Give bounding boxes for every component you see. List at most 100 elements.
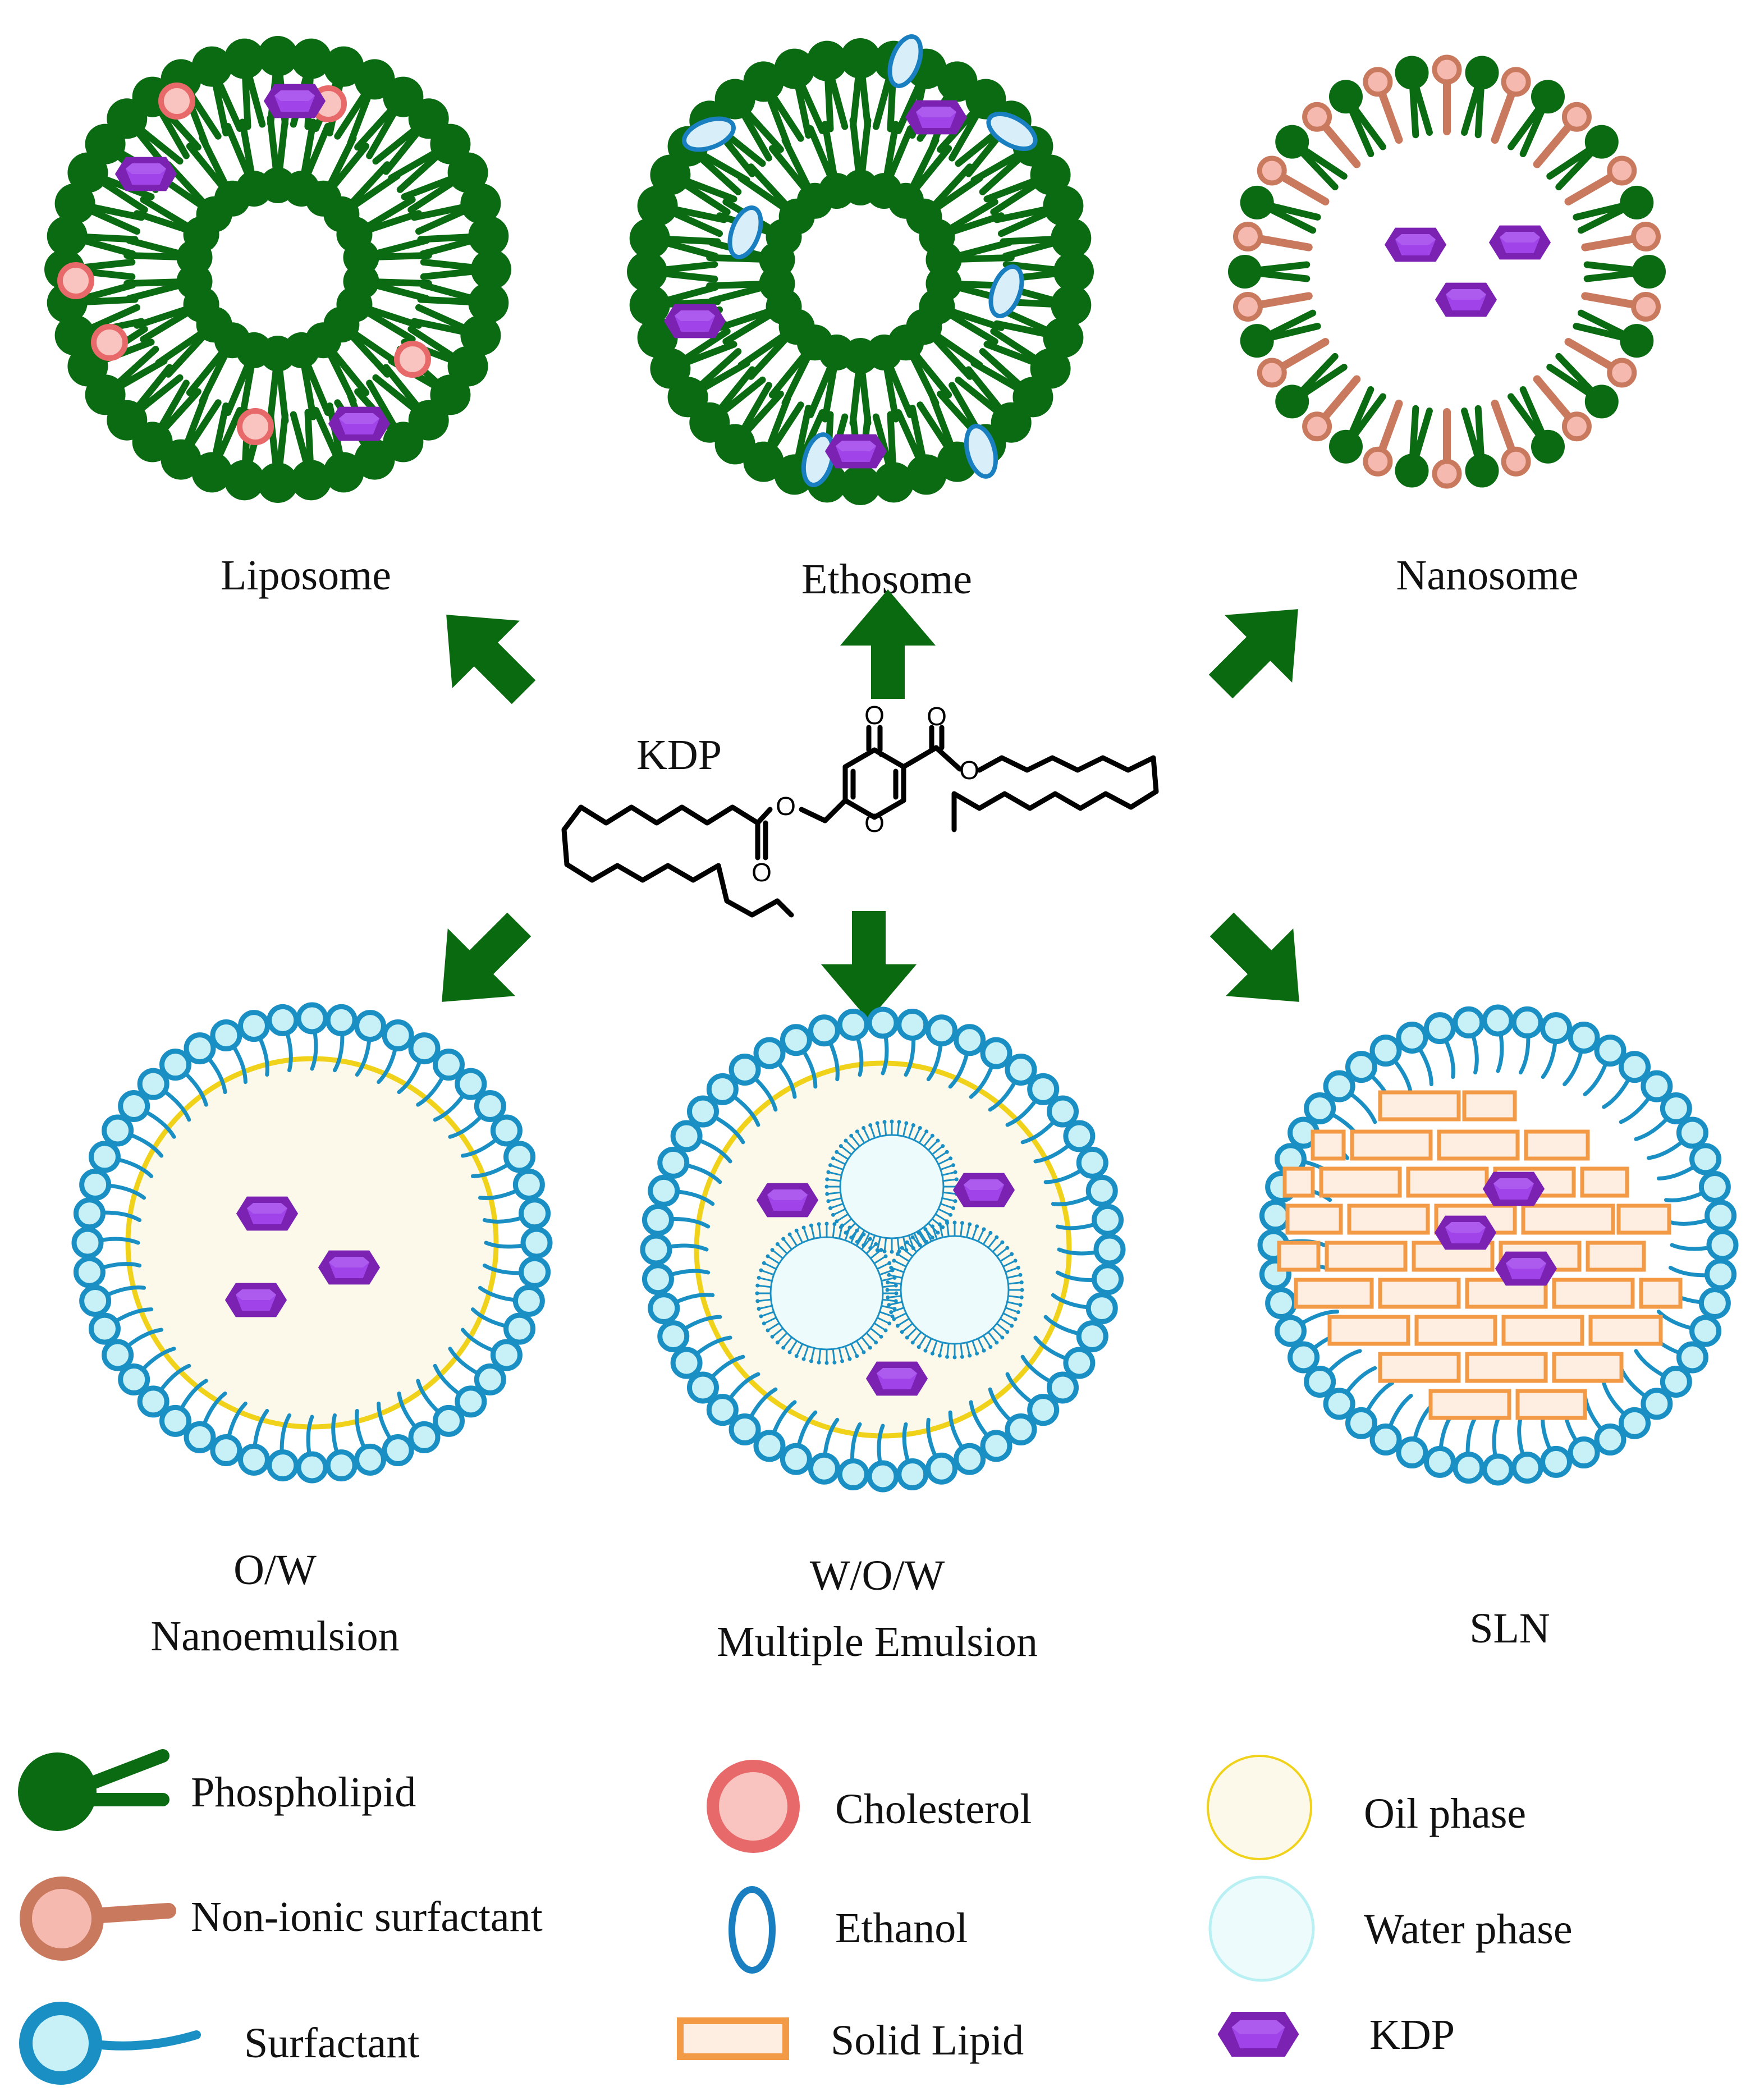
inner-water-droplet — [885, 1220, 1024, 1360]
solid-lipid-block — [1586, 1241, 1646, 1272]
phospholipid-unit — [260, 336, 296, 424]
surfactant-unit — [1423, 1411, 1456, 1478]
surfactant-unit — [867, 1424, 899, 1493]
nonionic-surfactant-unit — [1581, 221, 1661, 251]
legend-oil-phase-icon — [1207, 1755, 1312, 1860]
ethanol-molecule — [988, 264, 1024, 318]
kdp-molecule — [1495, 1251, 1557, 1286]
wow-label-line2: Multiple Emulsion — [717, 1618, 1038, 1665]
surfactant-unit — [1670, 1229, 1739, 1261]
legend-solid-lipid-icon — [677, 2017, 789, 2060]
sln-label: SLN — [1469, 1605, 1550, 1652]
phospholipid-unit — [993, 185, 1084, 237]
surfactant-unit — [1602, 1051, 1651, 1109]
surfactant-unit — [1511, 1006, 1543, 1075]
kdp-molecule — [224, 1283, 287, 1317]
surfactant-unit — [88, 1141, 154, 1178]
kdp-molecule — [318, 1250, 381, 1285]
surfactant-unit — [670, 1335, 732, 1379]
surfactant-unit — [1646, 1116, 1708, 1160]
solid-lipid-block — [1414, 1315, 1497, 1346]
nonionic-surfactant-unit — [1491, 399, 1531, 477]
surfactant-unit — [267, 1413, 299, 1482]
phospholipid-unit — [336, 286, 422, 343]
surfactant-unit — [1020, 1354, 1079, 1404]
surfactant-unit — [1369, 1393, 1413, 1456]
phospholipid-unit — [1000, 218, 1092, 260]
kdp-molecule — [1482, 1171, 1545, 1206]
arrow-up — [840, 589, 936, 699]
phospholipid-unit — [1461, 405, 1499, 488]
legend-ethanol-icon — [728, 1886, 776, 1974]
surfactant-unit — [118, 1090, 176, 1139]
surfactant-unit — [657, 1315, 722, 1353]
surfactant-unit — [1602, 1381, 1651, 1439]
surfactant-unit — [686, 1095, 745, 1145]
kdp-molecule — [756, 1183, 819, 1218]
surfactant-unit — [1511, 1415, 1543, 1484]
ethanol-molecule — [964, 424, 998, 479]
phospholipid-unit — [1329, 386, 1386, 464]
surfactant-unit — [79, 1168, 146, 1201]
surfactant-unit — [1656, 1310, 1722, 1347]
legend-nonionic-surfactant-label: Non-ionic surfactant — [191, 1893, 543, 1941]
phospholipid-unit — [1395, 56, 1433, 139]
legend-ethanol-label: Ethanol — [835, 1905, 968, 1952]
nonionic-surfactant-unit — [1564, 155, 1637, 205]
surfactant-unit — [925, 1417, 958, 1485]
surfactant-unit — [79, 1285, 146, 1317]
surfactant-unit — [837, 1422, 869, 1491]
phospholipid-unit — [401, 152, 488, 213]
solid-lipid-block — [1378, 1352, 1461, 1383]
phospholipid-unit — [191, 402, 244, 493]
surfactant-unit — [969, 1400, 1012, 1462]
ow-nanoemulsion-diagram — [71, 1002, 553, 1484]
surfactant-unit — [210, 1401, 248, 1467]
solid-lipid-block — [1515, 1389, 1587, 1420]
surfactant-unit — [1051, 1292, 1118, 1325]
inner-water-droplet — [824, 1119, 959, 1254]
surfactant-unit — [1005, 1372, 1060, 1426]
svg-text:O: O — [776, 791, 796, 821]
surfactant-unit — [159, 1049, 208, 1107]
nonionic-surfactant-unit — [1491, 67, 1531, 144]
surfactant-unit — [1033, 1335, 1096, 1379]
surfactant-unit — [237, 1010, 270, 1077]
surfactant-unit — [137, 1363, 191, 1418]
solid-lipid-block — [1616, 1203, 1671, 1235]
kdp-molecule — [114, 157, 177, 191]
surfactant-unit — [1563, 1021, 1600, 1087]
legend-phospholipid-icon — [18, 1749, 169, 1831]
surfactant-unit — [416, 1049, 465, 1107]
solid-lipid-block — [1378, 1278, 1461, 1309]
kdp-molecule — [1434, 1215, 1497, 1250]
solid-lipid-block — [1406, 1166, 1489, 1198]
surfactant-unit — [837, 1008, 869, 1077]
nonionic-surfactant-unit — [1232, 292, 1313, 322]
surfactant-unit — [478, 1168, 545, 1201]
ow-label-line2: Nanoemulsion — [150, 1613, 399, 1660]
surfactant-unit — [1656, 1143, 1722, 1180]
surfactant-unit — [397, 1391, 441, 1453]
legend-phospholipid-label: Phospholipid — [191, 1769, 416, 1816]
kdp-chemical-structure — [561, 725, 1159, 918]
surfactant-unit — [896, 1008, 929, 1077]
solid-lipid-block — [1282, 1166, 1315, 1198]
surfactant-unit — [1055, 1263, 1124, 1296]
surfactant-unit — [478, 1285, 545, 1317]
phospholipid-unit — [774, 48, 826, 139]
legend-nonionic-surfactant-icon — [20, 1877, 176, 1961]
arrow-up-left — [413, 581, 558, 726]
phospholipid-unit — [637, 185, 728, 237]
surfactant-unit — [657, 1146, 722, 1184]
phospholipid-unit — [629, 283, 721, 326]
surfactant-unit — [1583, 1035, 1626, 1097]
solid-lipid-block — [1428, 1389, 1511, 1420]
kdp-molecule — [328, 406, 391, 441]
solid-lipid-block — [1347, 1203, 1430, 1235]
phospholipid-unit — [54, 183, 145, 235]
surfactant-unit — [1634, 1349, 1692, 1398]
kdp-molecule — [1488, 225, 1551, 260]
solid-lipid-block — [1319, 1166, 1402, 1198]
svg-text:O: O — [927, 702, 947, 731]
